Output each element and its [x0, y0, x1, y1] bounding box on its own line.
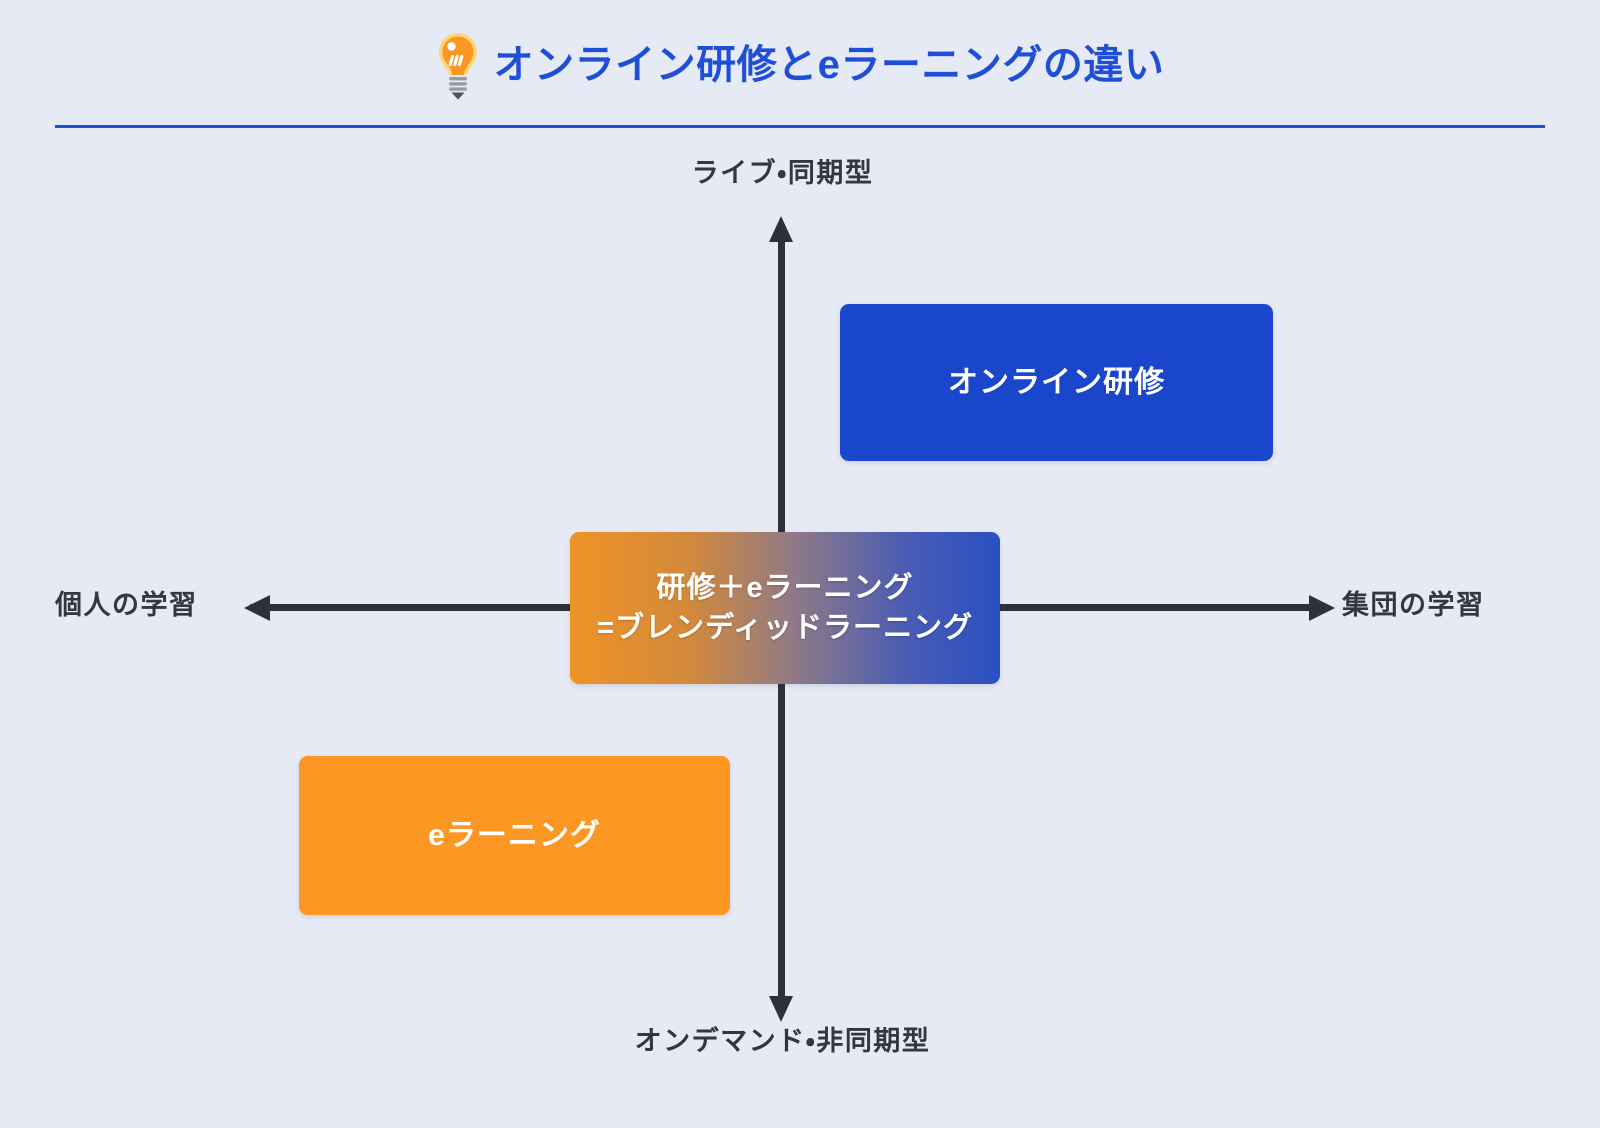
axis-label-left: 個人の学習	[55, 590, 198, 620]
arrow-up-icon	[769, 216, 793, 242]
lightbulb-icon	[436, 30, 480, 100]
item-box-e-learning[interactable]: eラーニング	[299, 756, 730, 915]
arrow-right-icon	[1309, 594, 1335, 621]
axis-label-bottom: オンデマンド・非同期型	[634, 1026, 931, 1056]
arrow-left-icon	[244, 594, 270, 621]
axis-label-top: ライブ・同期型	[691, 158, 874, 188]
item-label-online-training: オンライン研修	[948, 365, 1165, 399]
item-box-blended-learning[interactable]: 研修＋eラーニング =ブレンディッドラーニング	[570, 532, 1000, 684]
header: オンライン研修とeラーニングの違い	[0, 0, 1600, 130]
page-title: オンライン研修とeラーニングの違い	[493, 43, 1165, 87]
title-row: オンライン研修とeラーニングの違い	[0, 30, 1600, 100]
item-box-online-training[interactable]: オンライン研修	[840, 304, 1273, 461]
header-divider	[55, 125, 1545, 128]
item-label-e-learning: eラーニング	[428, 818, 601, 852]
item-label-blended-learning: 研修＋eラーニング =ブレンディッドラーニング	[597, 571, 973, 644]
arrow-down-icon	[769, 996, 793, 1022]
axis-label-right: 集団の学習	[1342, 590, 1485, 620]
